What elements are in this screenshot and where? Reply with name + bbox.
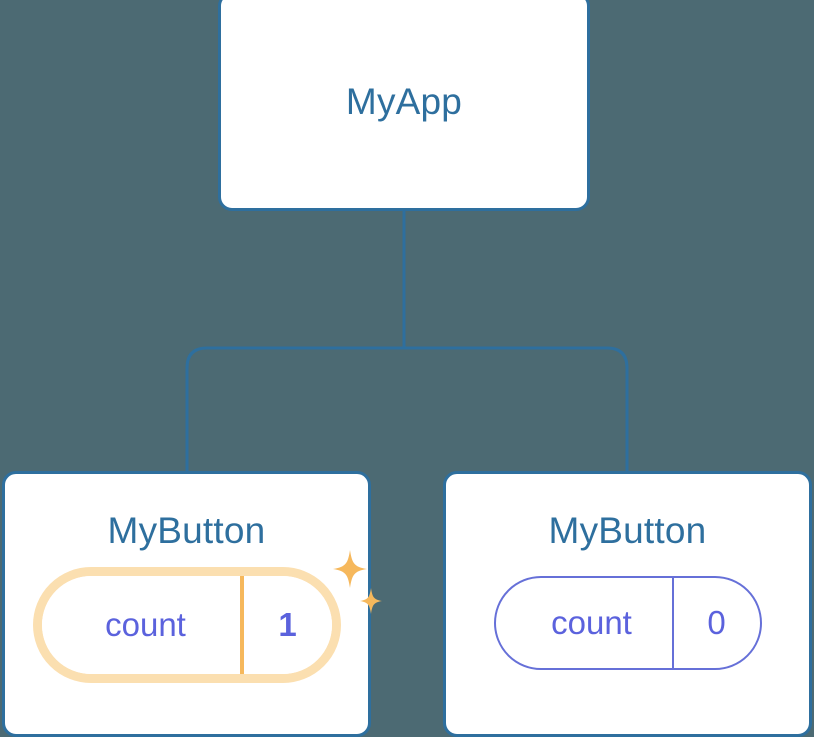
node-mybutton-left[interactable]: MyButton count 1 xyxy=(2,471,382,737)
edge-to-child-left xyxy=(185,346,404,471)
sparkle-small-icon xyxy=(359,588,382,614)
state-badge-right[interactable]: count 0 xyxy=(493,576,762,670)
highlight-glow xyxy=(32,567,341,683)
node-mybutton-left-label: MyButton xyxy=(107,510,266,551)
node-mybutton-right[interactable]: MyButton count 0 xyxy=(443,471,812,737)
state-value-left: 1 xyxy=(239,576,332,674)
state-name-left: count xyxy=(105,606,186,643)
node-myapp-label: MyApp xyxy=(345,80,463,122)
state-badge-left[interactable]: count 1 xyxy=(41,576,332,674)
state-name-right: count xyxy=(551,604,632,641)
node-mybutton-right-label: MyButton xyxy=(548,510,707,551)
node-myapp[interactable]: MyApp xyxy=(218,0,590,211)
state-value-right: 0 xyxy=(671,578,760,668)
sparkle-large-icon xyxy=(332,550,367,588)
edge-to-child-right xyxy=(404,346,629,471)
state-badge-left-wrapper: count 1 xyxy=(32,550,382,683)
state-badge-right-wrapper: count 0 xyxy=(493,576,762,670)
